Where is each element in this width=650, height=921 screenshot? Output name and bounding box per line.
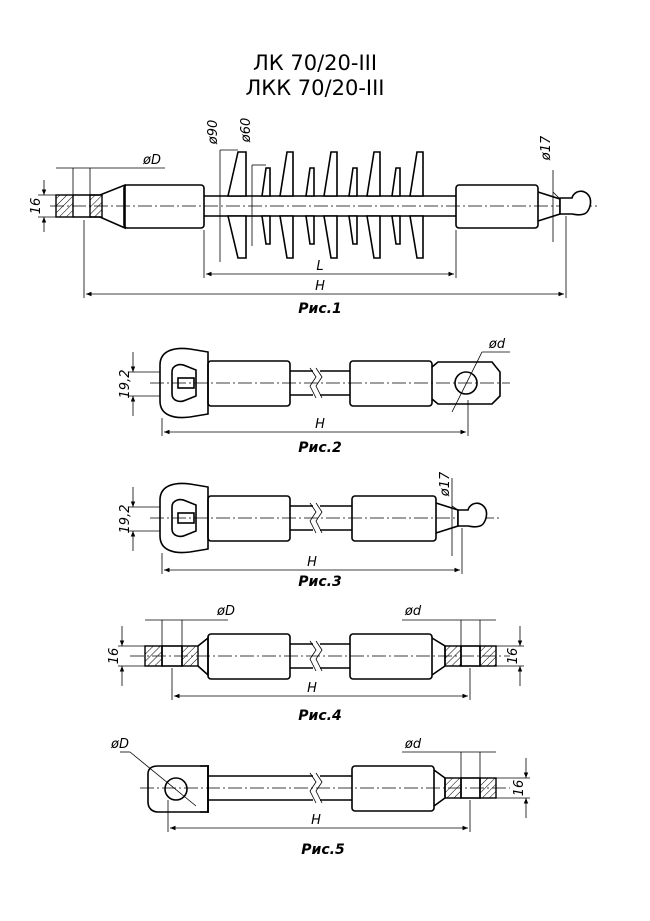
fig3-clevis: [159, 482, 209, 554]
fig2-dim-dd: ød: [488, 337, 506, 352]
fig4-dim-16-right: 16: [506, 648, 521, 665]
fig4-caption: Рис.4: [298, 708, 341, 724]
fig2-dim-H: H: [315, 417, 325, 432]
fig4-left-hatch-2: [181, 645, 199, 667]
fig2-caption: Рис.2: [298, 440, 341, 456]
fig1-dim-16: 16: [29, 198, 44, 215]
fig1-shed-large-2: [279, 151, 294, 259]
figure-4-double-tongue: 16 16 øD ød H Рис.4: [107, 604, 524, 724]
fig5-right-hatch-1: [444, 777, 462, 799]
fig3-left-fitting: [207, 495, 291, 542]
fig2-left-fitting: [207, 360, 291, 407]
fig1-dim-d60: ø60: [239, 118, 254, 144]
fig3-ball-end: [457, 502, 488, 528]
fig3-dim-19-2: 19,2: [118, 505, 133, 534]
fig1-shed-small-2: [305, 167, 315, 245]
fig5-caption: Рис.5: [301, 842, 345, 858]
fig4-dim-16-left: 16: [107, 648, 122, 665]
fig5-eye: [147, 765, 209, 813]
fig1-ball-end: [559, 190, 592, 216]
fig1-shed-small-4: [391, 167, 401, 245]
fig1-rod-end-hatch-left: [55, 194, 74, 218]
fig2-tongue-hole: [454, 371, 478, 395]
fig5-eye-hole: [164, 777, 188, 801]
fig2-clevis: [159, 347, 209, 419]
fig2-right-fitting: [349, 360, 433, 407]
fig3-dim-d17: ø17: [438, 471, 453, 497]
fig1-shed-large-3: [323, 151, 338, 259]
fig5-dim-dd: ød: [404, 737, 422, 752]
fig1-dim-L: L: [316, 259, 323, 274]
fig3-clevis-window: [171, 498, 197, 538]
figure-3-clevis-ball: 19,2 ø17 H Рис.3: [118, 471, 500, 590]
figure-1-insulator: 16 øD ø90 ø60 ø17 L H Рис.1: [29, 118, 600, 317]
title-line-1: ЛК 70/20-III: [253, 51, 377, 75]
fig4-right-fitting: [349, 633, 433, 680]
fig1-shed-large-1: [226, 151, 247, 259]
fig5-right-hatch-2: [479, 777, 497, 799]
fig1-caption: Рис.1: [298, 301, 341, 317]
fig3-dim-H: H: [307, 555, 317, 570]
fig1-rod-end-hatch-right: [89, 194, 103, 218]
fig5-dim-H: H: [311, 813, 321, 828]
fig4-right-hatch-1: [444, 645, 462, 667]
fig2-dim-19-2: 19,2: [118, 370, 133, 399]
fig2-clevis-window: [171, 363, 197, 403]
fig3-right-fitting: [351, 495, 437, 542]
fig1-shed-small-1: [261, 167, 271, 245]
fig4-dim-H: H: [307, 681, 317, 696]
fig2-clevis-pin: [177, 377, 195, 389]
fig1-right-neck: [537, 191, 561, 222]
fig5-dim-16: 16: [512, 780, 527, 797]
fig2-tongue: [431, 361, 501, 405]
fig4-dim-dD: øD: [216, 604, 235, 619]
title-line-2: ЛКК 70/20-III: [246, 76, 385, 100]
fig1-dim-H: H: [315, 279, 325, 294]
fig1-dim-d90: ø90: [206, 120, 221, 146]
fig4-dim-dd: ød: [404, 604, 422, 619]
fig1-shed-small-3: [348, 167, 358, 245]
fig1-dim-dD: øD: [142, 153, 161, 168]
figure-5-eye-tongue: øD ød 16 H Рис.5: [110, 737, 530, 858]
fig5-right-fitting: [351, 765, 435, 812]
fig3-clevis-pin: [177, 512, 195, 524]
fig4-left-fitting: [207, 633, 291, 680]
fig3-caption: Рис.3: [298, 574, 341, 590]
fig1-shed-large-4: [366, 151, 381, 259]
figure-2-clevis-tongue: 19,2 ød H Рис.2: [118, 337, 510, 456]
fig1-left-fitting: [123, 184, 205, 229]
fig1-shed-large-5: [409, 151, 424, 259]
fig1-right-fitting: [455, 184, 539, 229]
fig4-right-hatch-2: [479, 645, 497, 667]
fig1-dim-d17: ø17: [539, 135, 554, 161]
fig5-dim-dD: øD: [110, 737, 129, 752]
fig4-left-hatch-1: [144, 645, 163, 667]
